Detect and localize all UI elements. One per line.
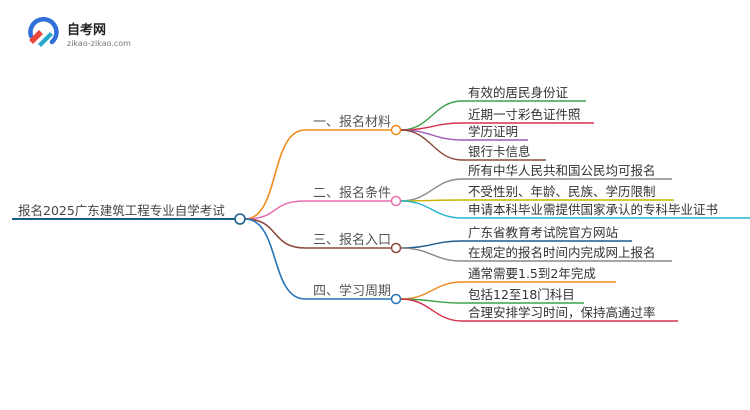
branch-topic[interactable]: 二、报名条件: [305, 185, 402, 207]
site-logo[interactable]: 自考网 zikao-zikao.com: [28, 16, 131, 48]
leaf-topic[interactable]: 近期一寸彩色证件照: [462, 107, 594, 124]
branch-label: 一、报名材料: [313, 114, 391, 130]
logo-title: 自考网: [67, 22, 106, 38]
leaf-label: 银行卡信息: [468, 144, 531, 159]
leaf-topic[interactable]: 银行卡信息: [462, 144, 546, 161]
root-branch-connector: [244, 200, 306, 220]
leaf-label: 广东省教育考试院官方网站: [468, 225, 618, 240]
root-node[interactable]: [234, 213, 246, 225]
leaf-connector: [400, 100, 463, 131]
leaf-connector: [400, 298, 463, 322]
leaf-topic[interactable]: 合理安排学习时间，保持高通过率: [462, 305, 678, 322]
root-branch-connector: [244, 218, 306, 300]
leaf-label: 合理安排学习时间，保持高通过率: [468, 305, 656, 320]
logo-mark-icon: [28, 16, 59, 47]
root-branch-connector: [244, 129, 306, 220]
logo-subtitle: zikao-zikao.com: [67, 39, 131, 48]
connectors: [244, 100, 463, 322]
leaf-label: 通常需要1.5到2年完成: [468, 266, 596, 281]
root-branch-connector: [244, 218, 306, 249]
branch-topic[interactable]: 三、报名入口: [305, 232, 402, 254]
branch-label: 三、报名入口: [313, 232, 391, 248]
branch-topic[interactable]: 一、报名材料: [305, 114, 402, 136]
leaf-topic[interactable]: 所有中华人民共和国公民均可报名: [462, 163, 672, 180]
branch-label: 二、报名条件: [313, 185, 391, 201]
leaf-label: 有效的居民身份证: [468, 85, 569, 100]
leaf-connector: [400, 200, 463, 219]
leaf-connector: [400, 129, 463, 161]
leaf-label: 近期一寸彩色证件照: [468, 107, 581, 122]
leaf-label: 在规定的报名时间内完成网上报名: [468, 245, 656, 260]
leaf-connector: [400, 178, 463, 202]
leaf-connector: [400, 281, 463, 300]
leaf-topic[interactable]: 包括12至18门科目: [462, 287, 584, 304]
branch-node[interactable]: [390, 124, 402, 136]
leaf-label: 学历证明: [468, 124, 518, 139]
leaf-connector: [400, 240, 463, 249]
branch-node[interactable]: [390, 293, 402, 305]
root-topic[interactable]: 报名2025广东建筑工程专业自学考试: [12, 203, 246, 225]
leaf-topic[interactable]: 通常需要1.5到2年完成: [462, 266, 616, 283]
leaf-connector: [400, 247, 463, 262]
leaf-topic[interactable]: 不受性别、年龄、民族、学历限制: [462, 184, 674, 201]
branch-node[interactable]: [390, 242, 402, 254]
branch-label: 四、学习周期: [313, 283, 391, 299]
branch-topic[interactable]: 四、学习周期: [305, 283, 402, 305]
leaf-topic[interactable]: 广东省教育考试院官方网站: [462, 225, 632, 242]
leaf-topic[interactable]: 在规定的报名时间内完成网上报名: [462, 245, 672, 262]
leaf-label: 不受性别、年龄、民族、学历限制: [468, 184, 656, 199]
leaf-topic[interactable]: 学历证明: [462, 124, 528, 141]
leaf-label: 所有中华人民共和国公民均可报名: [468, 163, 656, 178]
leaf-topic[interactable]: 申请本科毕业需提供国家承认的专科毕业证书: [462, 202, 750, 219]
leaf-label: 包括12至18门科目: [468, 287, 575, 302]
leaf-label: 申请本科毕业需提供国家承认的专科毕业证书: [468, 202, 718, 217]
root-topic-label: 报名2025广东建筑工程专业自学考试: [18, 203, 225, 218]
leaf-topic[interactable]: 有效的居民身份证: [462, 85, 586, 102]
branch-node[interactable]: [390, 195, 402, 207]
